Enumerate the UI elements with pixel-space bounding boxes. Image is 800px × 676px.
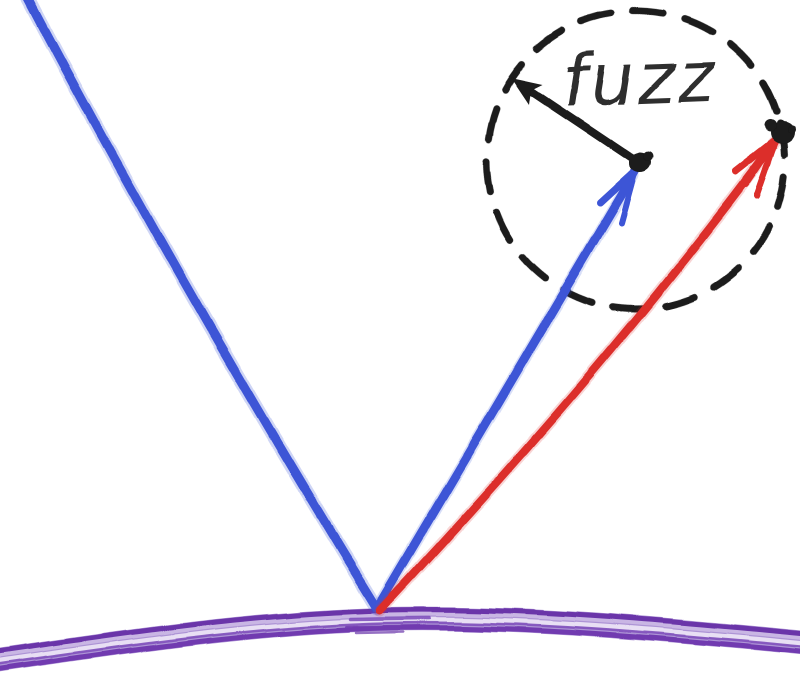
surface-bottom-edge — [0, 625, 800, 672]
incident-ray — [21, 0, 384, 615]
fuzz-radius-arrow — [511, 77, 643, 167]
fuzzed-ray-arrowhead-barb — [754, 138, 779, 199]
reflected-ray — [371, 165, 641, 614]
fuzzed-ray-endpoint-dot-lump — [788, 126, 796, 134]
surface-overdraw-mark — [354, 630, 406, 635]
surface-line — [0, 606, 800, 673]
incident-ray-stroke — [24, 0, 382, 613]
reflected-ray-endpoint-dot-lump — [643, 152, 653, 162]
reflected-ray-stroke — [372, 165, 641, 613]
surface-soft-streak — [0, 611, 800, 658]
surface-overdraw-mark — [340, 607, 440, 613]
fuzz-radius-arrow-shaft — [520, 82, 643, 167]
fuzzed-ray-stroke — [376, 138, 779, 614]
surface-overdraw-mark — [344, 624, 422, 629]
surface-thin-dark-streak — [0, 621, 800, 666]
ray-endpoint-dots — [629, 120, 796, 173]
fuzzed-ray — [374, 135, 781, 616]
fuzzed-ray-endpoint-dot-lump — [765, 120, 777, 132]
surface-overdraw-mark — [348, 616, 432, 621]
reflected-ray-arrowhead-barb — [618, 169, 638, 226]
fuzzed-ray-halo — [374, 136, 781, 616]
fuzz-radius-arrowhead — [511, 77, 543, 104]
fuzz-label: fuzz — [561, 35, 718, 122]
